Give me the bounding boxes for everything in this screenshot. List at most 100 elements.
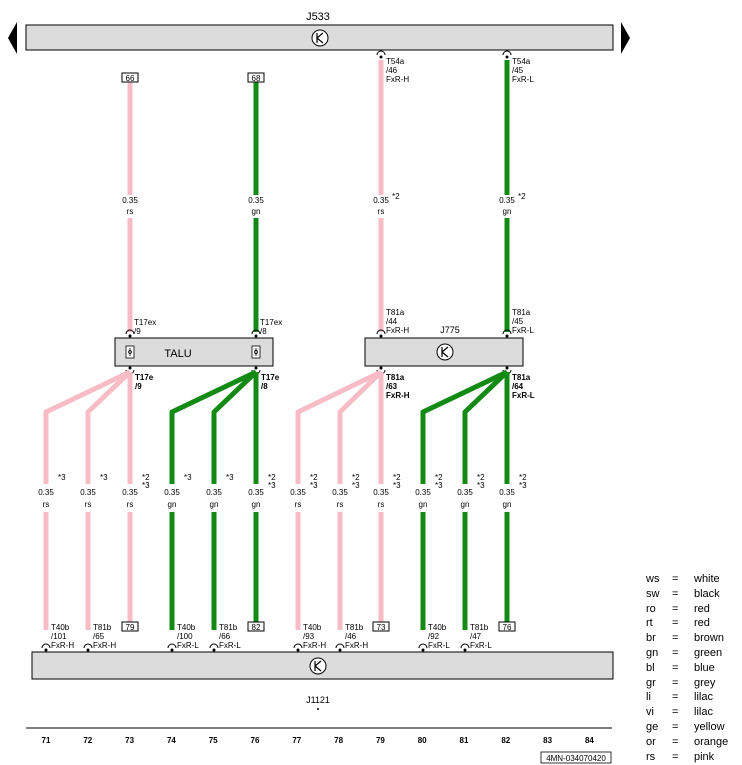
legend-equals: = (672, 646, 679, 659)
pin-box (121, 621, 139, 632)
wire-note-label: *3 (435, 481, 443, 490)
legend-code: or (646, 735, 656, 748)
pin-label: FxR-H (93, 641, 116, 650)
j1121-label: J1121 (306, 695, 330, 705)
pin-box-66 (121, 72, 139, 83)
wire-size-label: 0.35 (248, 196, 264, 205)
pin-connector (460, 643, 470, 649)
wire-color-label: gn (252, 207, 261, 216)
j533-control-unit-icon (311, 29, 329, 47)
pin-dot (212, 648, 216, 652)
column-number: 79 (376, 736, 385, 745)
talu-label: TALU (164, 348, 191, 360)
column-number: 77 (292, 736, 301, 745)
pin-dot (86, 648, 90, 652)
legend-code: gr (646, 676, 656, 689)
legend-code: gn (646, 646, 659, 659)
wire-note-label: *3 (477, 481, 485, 490)
j775-in-green-l3: FxR-L (512, 326, 534, 335)
legend-code: ro (646, 602, 656, 615)
pin-label: FxR-L (428, 641, 450, 650)
j533-pin-green-l3: FxR-L (512, 75, 534, 84)
pin-label: T81b (345, 623, 364, 632)
legend-name: green (694, 646, 723, 659)
legend-equals: = (672, 676, 679, 689)
wire-note-label: *2 (393, 473, 401, 482)
wire-note-label: *3 (58, 473, 66, 482)
wire-note-label: *3 (184, 473, 192, 482)
pin-dot (338, 648, 342, 652)
wire-color-label: rs (85, 500, 92, 509)
wire-size-label: 0.35 (122, 488, 138, 497)
legend-equals: = (672, 735, 679, 748)
j533-pin-pink-l3: FxR-H (386, 75, 409, 84)
legend-equals: = (672, 602, 679, 615)
j775-out-green-l3: FxR-L (512, 391, 535, 400)
legend-name: blue (694, 661, 715, 674)
talu-out-green-l2: /8 (261, 382, 268, 391)
talu-out-pink-l2: /9 (135, 382, 142, 391)
wire-color-label: gn (419, 500, 428, 509)
j775-out-green-l1: T81a (512, 373, 531, 382)
legend-row: li=lilac (646, 690, 742, 705)
column-number: 73 (125, 736, 134, 745)
wire-size-label: 0.35 (373, 488, 389, 497)
wire-pink-lower (337, 370, 383, 630)
legend-code: br (646, 632, 656, 645)
wire-color-label: rs (337, 500, 344, 509)
column-number: 81 (460, 736, 469, 745)
pin-label: /66 (219, 632, 231, 641)
pin-connector (293, 643, 303, 649)
wire-pink-lower (43, 369, 132, 630)
j533-pin-pink-l2: /46 (386, 66, 398, 75)
legend-code: bl (646, 661, 655, 674)
pin-label: FxR-L (177, 641, 199, 650)
wire-note-label: *3 (519, 481, 527, 490)
j775-out-green-l2: /64 (512, 382, 524, 391)
legend-name: yellow (694, 720, 725, 733)
legend-row: ro = red (646, 602, 742, 617)
wire-note-label: *2 (519, 473, 527, 482)
wire-color-label: gn (461, 500, 470, 509)
pin-label: T81b (93, 623, 112, 632)
wire-green-lower (462, 370, 509, 630)
wire-note-label: *2 (268, 473, 276, 482)
pin-label: FxR-H (51, 641, 74, 650)
talu-in-green-l1: T17ex (260, 318, 282, 327)
legend-row: rt=red (646, 616, 742, 631)
pin-connector (418, 643, 428, 649)
fanout-wires (43, 369, 510, 630)
j1121-dot (317, 708, 319, 710)
column-number: 80 (418, 736, 427, 745)
column-number: 74 (167, 736, 176, 745)
column-number: 82 (501, 736, 510, 745)
wire-size-label: 0.35 (457, 488, 473, 497)
legend-equals: = (672, 573, 679, 585)
legend-row: vi=lilac (646, 705, 742, 720)
wire-note-label: *2 (310, 473, 318, 482)
legend-name: lilac (694, 706, 713, 719)
pin-label: FxR-L (470, 641, 492, 650)
wire-color-label: gn (252, 500, 261, 509)
pin-label: /101 (51, 632, 67, 641)
wire-color-label: gn (168, 500, 177, 509)
talu-module (114, 337, 274, 367)
wire-note-label: *3 (393, 481, 401, 490)
j533-pin-green (502, 50, 512, 59)
legend-name: brown (694, 632, 724, 645)
j533-pin-pink (376, 50, 386, 59)
j533-pin-green-l1: T54a (512, 57, 531, 66)
legend-name: red (694, 602, 710, 615)
j775-in-green-l2: /45 (512, 317, 524, 326)
column-number: 83 (543, 736, 552, 745)
pin-dot (44, 648, 48, 652)
pin-label: FxR-L (219, 641, 241, 650)
pin-connector (167, 643, 177, 649)
wire-note-label: *2 (392, 192, 400, 201)
legend-name: grey (694, 676, 716, 689)
pin-box (498, 621, 516, 632)
wire-color-label: rs (43, 500, 50, 509)
wire-pink-lower (295, 369, 383, 630)
